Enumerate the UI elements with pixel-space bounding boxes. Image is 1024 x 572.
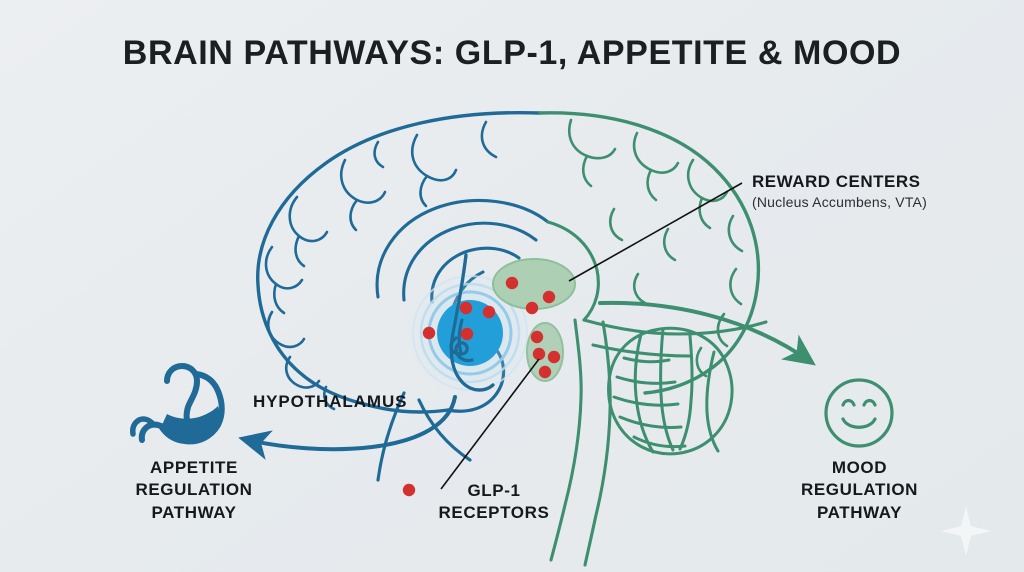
cerebrum-posterior-outline: [538, 111, 761, 395]
appetite-pathway-label-line2: REGULATION: [135, 480, 253, 500]
appetite-pathway-label-line3: PATHWAY: [151, 502, 237, 522]
glp1-receptor-dots: [422, 276, 561, 379]
mood-pathway-label-line1: MOOD: [831, 458, 888, 477]
reward-centers-label: REWARD CENTERS: [752, 172, 921, 191]
reward-centers-label-group: REWARD CENTERS (Nucleus Accumbens, VTA): [752, 172, 927, 210]
page-title: BRAIN PATHWAYS: GLP-1, APPETITE & MOOD: [122, 34, 902, 72]
cerebellum: [607, 326, 734, 456]
mood-pathway-label: MOOD REGULATION PATHWAY: [772, 457, 947, 524]
mood-pathway-label-line3: PATHWAY: [816, 502, 903, 522]
appetite-pathway-label: APPETITE REGULATION PATHWAY: [108, 457, 280, 524]
mood-pathway-arrow: [598, 300, 816, 366]
glp1-legend-line2: RECEPTORS: [438, 503, 550, 523]
brainstem-and-thalamus: [546, 220, 768, 567]
hypothalamus-label: HYPOTHALAMUS: [253, 392, 408, 411]
glp1-legend-line1: GLP-1: [467, 481, 521, 500]
cerebrum-anterior-outline: [256, 110, 542, 414]
smiley-face-icon: [824, 378, 894, 448]
appetite-pathway-arrow: [238, 395, 457, 460]
reward-centers-sublabel: (Nucleus Accumbens, VTA): [752, 194, 927, 210]
mood-pathway-label-line2: REGULATION: [800, 480, 919, 500]
cerebrum-anterior-gyri: [264, 120, 498, 411]
nucleus-accumbens-region: [492, 258, 576, 310]
leader-line-glp1-receptors: [440, 358, 540, 490]
cerebrum-posterior-gyri: [567, 118, 744, 378]
sparkle-icon: [941, 506, 991, 556]
appetite-pathway-label-line1: APPETITE: [150, 458, 238, 477]
stomach-icon: [130, 362, 225, 445]
glp1-receptor-dot-icon: [402, 483, 416, 497]
glp1-receptors-legend-label: GLP-1 RECEPTORS: [424, 480, 564, 524]
leader-line-reward-centers: [568, 182, 743, 282]
